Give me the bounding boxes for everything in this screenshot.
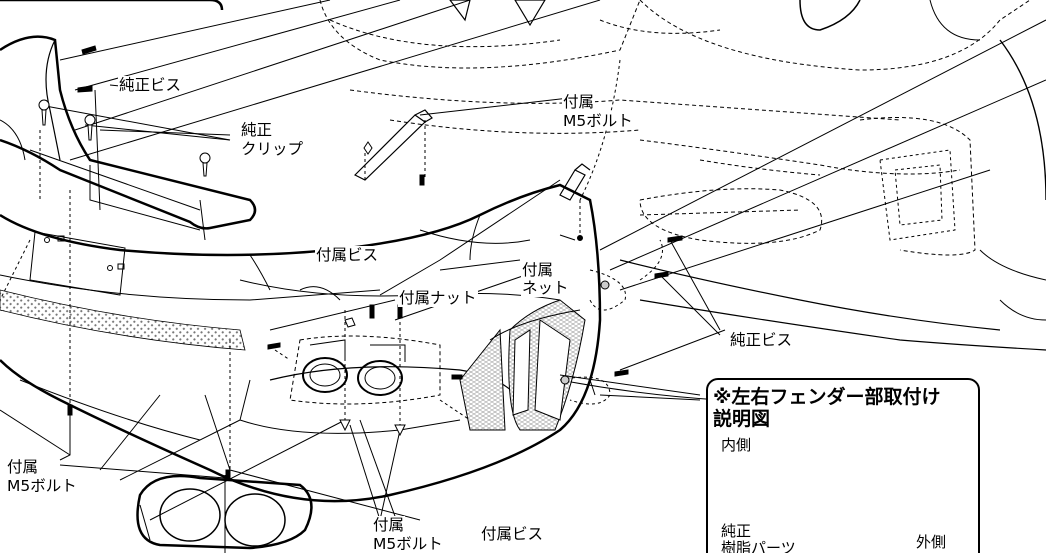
label-m5-bolt-left-1: 付属	[6, 458, 40, 476]
inset-outer-side: 外側	[916, 533, 947, 551]
label-m5-bolt-top-1: 付属	[562, 93, 596, 111]
label-included-net-1: 付属	[521, 261, 555, 279]
license-plate	[29, 231, 126, 296]
exhaust-tips	[289, 335, 441, 405]
label-included-screw-bottom: 付属ビス	[480, 525, 545, 543]
label-genuine-clip-2: クリップ	[240, 140, 305, 158]
inset-genuine-resin-1: 純正	[721, 522, 752, 540]
car-body-outline	[319, 0, 1046, 401]
label-included-net-2: ネット	[521, 279, 570, 297]
lower-mesh	[0, 289, 246, 351]
right-grille	[459, 299, 586, 431]
fender-inset-box	[706, 378, 980, 553]
inset-title-1: ※左右フェンダー部取付け	[713, 386, 941, 408]
label-m5-bolt-top-2: M5ボルト	[562, 112, 634, 130]
label-m5-bolt-bottom-2: M5ボルト	[372, 535, 444, 553]
label-genuine-clip-1: 純正	[240, 121, 274, 139]
label-included-nut: 付属ナット	[398, 289, 478, 307]
label-m5-bolt-left-2: M5ボルト	[6, 477, 78, 495]
label-genuine-screw-right: 純正ビス	[729, 331, 794, 349]
side-bumper-piece	[0, 35, 257, 241]
label-included-screw-mid: 付属ビス	[315, 246, 380, 264]
assembly-dashes	[0, 59, 663, 470]
inset-genuine-resin-2: 樹脂パーツ	[721, 539, 796, 553]
inset-title-2: 説明図	[713, 408, 771, 430]
label-m5-bolt-bottom-1: 付属	[372, 516, 406, 534]
label-genuine-screw-top: 純正ビス	[118, 76, 183, 94]
fasteners	[38, 45, 683, 481]
diffuser-piece	[136, 474, 313, 550]
inset-inner-side: 内側	[721, 436, 752, 454]
